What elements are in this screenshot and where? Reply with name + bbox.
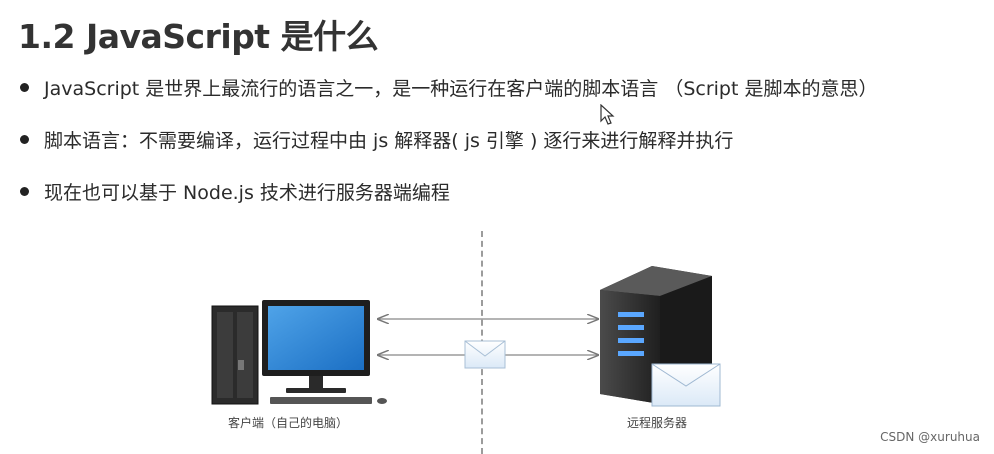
bullet-dot-icon [20, 135, 29, 144]
bullet-dot-icon [20, 83, 29, 92]
bullet-text: 现在也可以基于 Node.js 技术进行服务器端编程 [44, 182, 450, 204]
client-label: 客户端（自己的电脑） [228, 416, 349, 430]
server-label: 远程服务器 [627, 416, 688, 430]
mouse-cursor-icon [600, 104, 615, 125]
computer-icon [211, 300, 387, 405]
bullet-text: JavaScript 是世界上最流行的语言之一，是一种运行在客户端的脚本语言 （… [44, 78, 878, 100]
page-title: 1.2 JavaScript 是什么 [18, 17, 379, 56]
bullet-dot-icon [20, 187, 29, 196]
bullet-text: 脚本语言：不需要编译，运行过程中由 js 解释器( js 引擎 ) 逐行来进行解… [44, 130, 734, 152]
envelope-icon [464, 340, 506, 369]
watermark: CSDN @xuruhua [880, 430, 980, 444]
envelope-icon [651, 363, 721, 407]
